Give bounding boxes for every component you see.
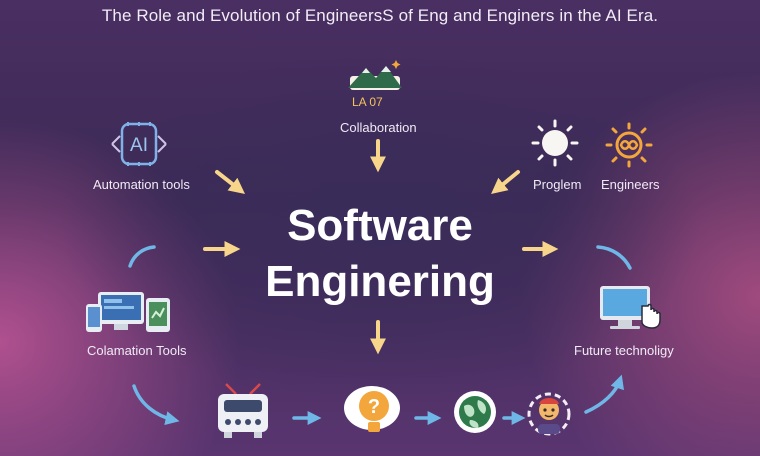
globe-pin-icon bbox=[452, 390, 498, 436]
svg-text:?: ? bbox=[368, 396, 380, 418]
center-title-line2: Enginering bbox=[265, 257, 495, 306]
future-technology-label: Future technoligy bbox=[574, 343, 674, 358]
cycle-arc-right-top bbox=[596, 245, 632, 270]
center-title: Software Enginering bbox=[200, 198, 560, 310]
sun-icon bbox=[528, 118, 582, 168]
lightbulb-question-icon: ? bbox=[342, 380, 402, 438]
engineers-label: Engineers bbox=[601, 177, 660, 192]
devices-icon bbox=[86, 290, 172, 334]
cycle-arc-right-bottom bbox=[584, 374, 624, 414]
ai-chip-text: AI bbox=[130, 135, 148, 156]
cycle-arc-left-top bbox=[128, 245, 156, 268]
proglem-label: Proglem bbox=[533, 177, 582, 192]
monitor-cursor-icon bbox=[598, 284, 664, 332]
arrow-topleft-in bbox=[215, 170, 246, 194]
colamation-tools-label: Colamation Tools bbox=[87, 343, 187, 358]
arrow-topright-in bbox=[491, 170, 520, 195]
automation-tools-label: Automation tools bbox=[93, 177, 190, 192]
gear-person-icon bbox=[524, 388, 574, 440]
collaboration-label: Collaboration bbox=[340, 120, 417, 135]
mountain-icon bbox=[344, 56, 408, 96]
infinity-sun-icon bbox=[604, 122, 654, 168]
ai-chip-icon: AI bbox=[106, 118, 172, 170]
cycle-arc-left-bottom bbox=[132, 384, 180, 426]
page-title: The Role and Evolution of EngineersS of … bbox=[101, 6, 659, 25]
center-title-line1: Software bbox=[287, 201, 473, 250]
robot-device-icon bbox=[214, 383, 272, 440]
collaboration-badge: LA 07 bbox=[352, 95, 383, 109]
